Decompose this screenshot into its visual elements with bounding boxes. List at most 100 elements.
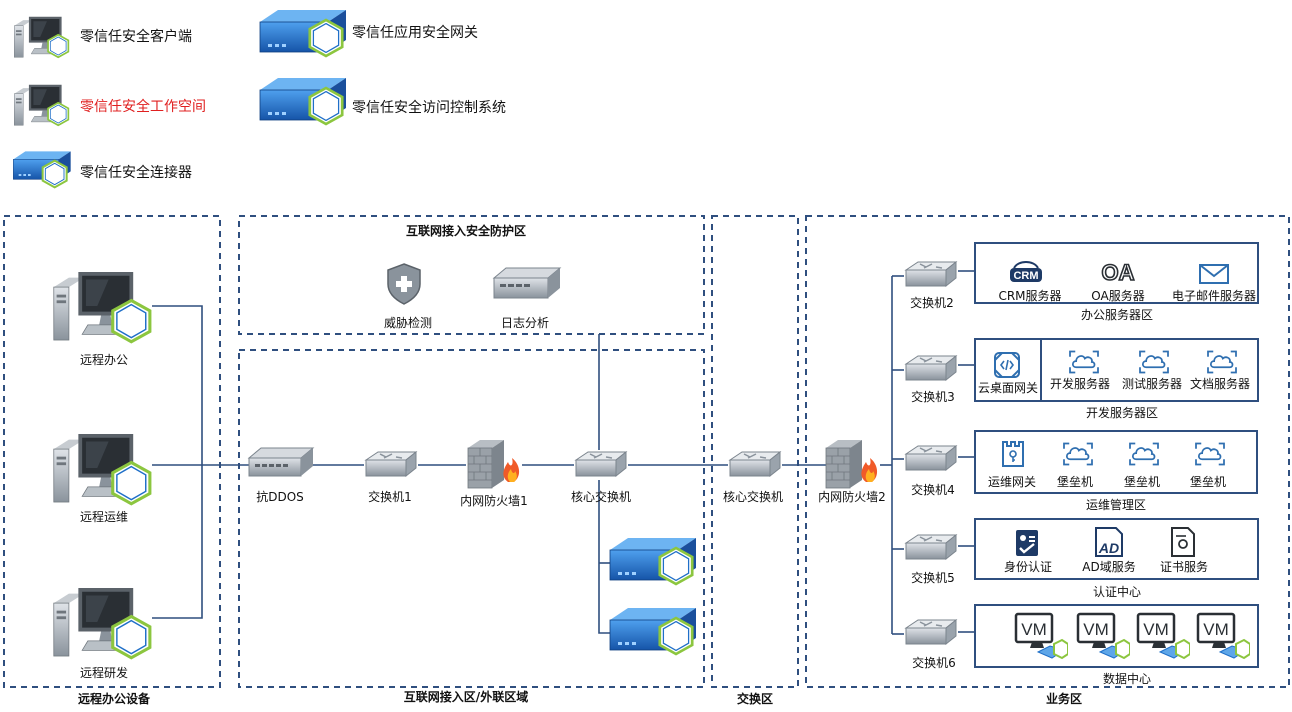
vm-icon-3 <box>1136 612 1190 662</box>
core-switch2-label: 核心交换机 <box>722 490 784 504</box>
zone-exchange-title: 交换区 <box>736 692 774 706</box>
crm-server-label: CRM服务器 <box>998 289 1062 303</box>
switch3-label: 交换机3 <box>911 390 955 404</box>
remote-office-pc-icon <box>50 266 152 344</box>
legend-gateway-label: 零信任应用安全网关 <box>352 25 478 41</box>
connector-icon <box>12 150 72 189</box>
dev-server-label: 开发服务器 <box>1049 377 1111 391</box>
zone-exchange-border <box>711 215 799 688</box>
pc-user-icon <box>12 12 70 59</box>
data-center-panel <box>974 604 1259 668</box>
remote-ops-pc-icon <box>50 428 152 506</box>
bastion1-label: 堡垒机 <box>1056 475 1094 489</box>
dev-servers-caption: 开发服务器区 <box>1085 406 1159 420</box>
auth-center-caption: 认证中心 <box>1092 585 1142 599</box>
office-servers-panel: CRM CRM服务器 OA OA服务器 电子邮件服务器 <box>974 242 1259 304</box>
oa-logo-text: OA <box>1102 260 1135 284</box>
remote-dev-pc-icon <box>50 582 152 660</box>
firewall2-icon <box>822 438 882 490</box>
dev-servers-panel: 云桌面网关 开发服务器 测试服务器 文档服务器 <box>974 338 1259 402</box>
ops-mgmt-caption: 运维管理区 <box>1085 498 1147 512</box>
core-switch1-label: 核心交换机 <box>570 490 632 504</box>
vm-icon-1 <box>1014 612 1068 662</box>
office-servers-caption: 办公服务器区 <box>1080 308 1154 322</box>
data-center-caption: 数据中心 <box>1102 672 1152 686</box>
access-control-device-icon <box>608 536 698 586</box>
certificate-icon <box>1171 527 1195 557</box>
log-server-icon <box>492 267 562 299</box>
switch4-icon <box>902 444 958 476</box>
ad-icon: AD <box>1095 527 1123 557</box>
ops-mgmt-panel: 运维网关 堡垒机 堡垒机 堡垒机 <box>974 430 1258 494</box>
zone-security-border <box>238 215 705 335</box>
switch6-icon <box>902 618 958 650</box>
oa-server-label: OA服务器 <box>1091 289 1145 303</box>
dev-panel-divider <box>1040 340 1042 400</box>
desktop-gateway-icon <box>994 352 1020 378</box>
legend-workspace-label: 零信任安全工作空间 <box>80 99 206 115</box>
test-server-label: 测试服务器 <box>1121 377 1183 391</box>
zone-remote-title: 远程办公设备 <box>77 692 151 706</box>
auth-center-panel: 身份认证 AD AD域服务 证书服务 <box>974 518 1259 580</box>
vm-icon-2 <box>1076 612 1130 662</box>
ddos-appliance-icon <box>247 447 315 477</box>
switch3-icon <box>902 354 958 386</box>
gateway-icon <box>258 8 348 58</box>
tower-icon <box>1002 441 1024 467</box>
legend-connector-label: 零信任安全连接器 <box>80 165 192 181</box>
vm-icon-4 <box>1196 612 1250 662</box>
identity-auth-label: 身份认证 <box>1003 560 1053 574</box>
cloud-test-icon <box>1136 348 1172 376</box>
access-control-icon <box>258 76 348 126</box>
ddos-label: 抗DDOS <box>256 490 304 504</box>
switch1-label: 交换机1 <box>368 490 412 504</box>
cloud-doc-icon <box>1204 348 1240 376</box>
firewall1-label: 内网防火墙1 <box>460 494 528 508</box>
ad-logo-text: AD <box>1098 540 1119 556</box>
bastion3-label: 堡垒机 <box>1189 475 1227 489</box>
oa-logo-icon: OA <box>1101 259 1136 284</box>
zone-business-border <box>805 215 1290 688</box>
switch2-label: 交换机2 <box>910 296 954 310</box>
zone-internet-title: 互联网接入区/外联区域 <box>403 690 529 704</box>
shield-plus-icon <box>387 263 421 305</box>
crm-logo-icon: CRM <box>1010 261 1042 282</box>
firewall2-label: 内网防火墙2 <box>818 490 886 504</box>
switch5-icon <box>902 533 958 565</box>
gateway-device-icon <box>608 606 698 656</box>
bastion2-label: 堡垒机 <box>1123 475 1161 489</box>
core-switch1-icon <box>572 450 628 482</box>
threat-detection-label: 威胁检测 <box>383 316 433 330</box>
legend-client-label: 零信任安全客户端 <box>80 29 192 45</box>
remote-ops-label: 远程运维 <box>79 510 129 524</box>
core-switch2-icon <box>726 450 782 482</box>
cloud-bastion2-icon <box>1126 440 1162 468</box>
legend-access-control-label: 零信任安全访问控制系统 <box>352 100 506 116</box>
pc-lock-icon <box>12 80 70 127</box>
firewall1-icon <box>464 438 524 490</box>
log-analysis-label: 日志分析 <box>500 316 550 330</box>
cloud-bastion3-icon <box>1192 440 1228 468</box>
zone-internet-border <box>238 349 705 688</box>
mail-server-label: 电子邮件服务器 <box>1171 289 1257 303</box>
zone-business-title: 业务区 <box>1045 692 1083 706</box>
remote-office-label: 远程办公 <box>79 353 129 367</box>
id-card-icon <box>1016 530 1038 556</box>
cloud-dev-icon <box>1066 348 1102 376</box>
switch6-label: 交换机6 <box>912 656 956 670</box>
zone-security-title: 互联网接入安全防护区 <box>405 224 527 238</box>
zone-remote-border <box>3 215 221 688</box>
switch1-icon <box>362 450 418 482</box>
switch4-label: 交换机4 <box>911 483 955 497</box>
ops-gateway-label: 运维网关 <box>987 475 1037 489</box>
remote-dev-label: 远程研发 <box>79 666 129 680</box>
doc-server-label: 文档服务器 <box>1189 377 1251 391</box>
switch5-label: 交换机5 <box>911 571 955 585</box>
cloud-bastion1-icon <box>1060 440 1096 468</box>
switch2-icon <box>902 260 958 292</box>
cert-service-label: 证书服务 <box>1159 560 1209 574</box>
ad-service-label: AD域服务 <box>1082 560 1136 574</box>
crm-logo-text: CRM <box>1013 270 1038 282</box>
desktop-gateway-label: 云桌面网关 <box>977 381 1039 395</box>
